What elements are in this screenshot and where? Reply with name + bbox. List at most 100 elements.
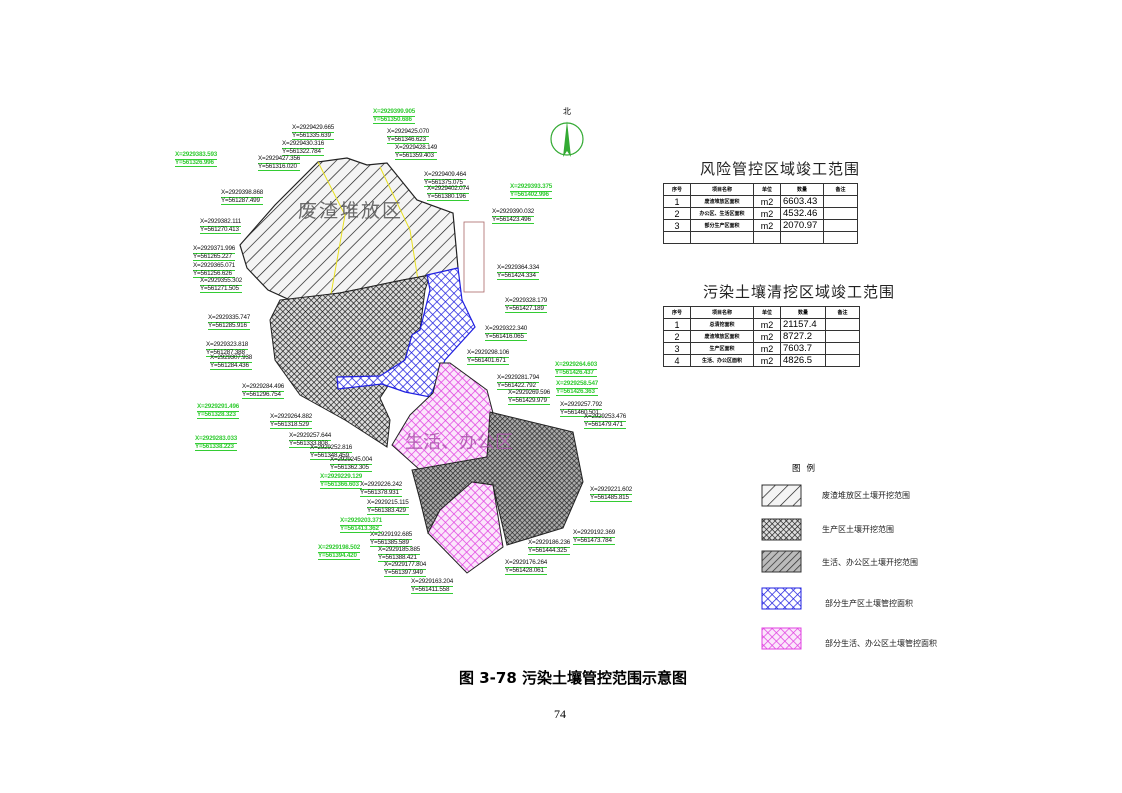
coordinate-x: X=2929258.547	[556, 380, 599, 389]
coordinate-x: X=2929328.179	[505, 297, 548, 306]
coordinate-y: Y=561426.363	[556, 388, 599, 397]
road-line	[317, 161, 346, 301]
coordinate-y: Y=561444.325	[528, 547, 571, 556]
coordinate-y: Y=561350.686	[373, 116, 416, 125]
coordinate-y: Y=561485.815	[590, 494, 633, 503]
cell: 4826.5	[780, 354, 826, 367]
coordinate-x: X=2929430.316	[282, 140, 325, 149]
legend-label: 部分生活、办公区土壤管控面积	[825, 639, 937, 648]
coordinate-x: X=2929252.816	[310, 444, 353, 453]
coordinate-x: X=2929283.033	[195, 435, 238, 444]
header-cell: 单位	[753, 306, 781, 319]
coordinate-x: X=2929192.369	[573, 529, 616, 538]
header-cell: 备注	[825, 306, 860, 319]
coordinate-y: Y=561402.996	[510, 191, 553, 200]
coordinate-x: X=2929427.356	[258, 155, 301, 164]
cell: 2	[663, 330, 691, 343]
cell: 3	[663, 219, 691, 232]
north-label: 北	[563, 107, 571, 116]
coordinate-x: X=2929428.149	[395, 144, 438, 153]
cell: 3	[663, 342, 691, 355]
cell: 部分生产区面积	[690, 219, 754, 232]
coordinate-x: X=2929253.476	[584, 413, 627, 422]
coordinate-y: Y=561428.061	[505, 567, 548, 576]
coordinate-x: X=2929177.804	[384, 561, 427, 570]
coordinate-x: X=2929281.794	[497, 374, 540, 383]
cell: m2	[753, 195, 781, 208]
coordinate-y: Y=561338.223	[195, 443, 238, 452]
legend-label: 部分生产区土壤管控面积	[825, 599, 913, 608]
coordinate-y: Y=561473.784	[573, 537, 616, 546]
coordinate-x: X=2929229.129	[320, 473, 363, 482]
coordinate-y: Y=561285.916	[208, 322, 251, 331]
coordinate-y: Y=561296.754	[242, 391, 285, 400]
coordinate-x: X=2929398.868	[221, 189, 264, 198]
coordinate-y: Y=561362.305	[330, 464, 373, 473]
coordinate-x: X=2929323.818	[206, 341, 249, 350]
coordinate-x: X=2929226.242	[360, 481, 403, 490]
figure-caption: 图 3-78 污染土壤管控范围示意图	[459, 669, 687, 687]
coordinate-x: X=2929264.603	[555, 361, 598, 370]
coordinate-x: X=2929257.644	[289, 432, 332, 441]
coordinate-y: Y=561348.459	[310, 452, 353, 461]
cell: 1	[663, 195, 691, 208]
cell: 2070.97	[780, 219, 824, 232]
coordinate-x: X=2929298.106	[467, 349, 510, 358]
cell: 办公区、生活区面积	[690, 207, 754, 220]
coordinate-y: Y=561359.403	[395, 152, 438, 161]
coordinate-y: Y=561422.792	[497, 382, 540, 391]
legend-swatch	[761, 550, 802, 573]
coordinate-x: X=2929409.464	[424, 171, 467, 180]
coordinate-x: X=2929399.905	[373, 108, 416, 117]
area-label-office: 生活、办公区	[405, 432, 513, 453]
coordinate-x: X=2929355.302	[200, 277, 243, 286]
road-line	[379, 166, 419, 281]
coordinate-y: Y=561270.413	[200, 226, 242, 235]
coordinate-y: Y=561394.420	[318, 552, 361, 561]
header-cell: 备注	[823, 183, 858, 196]
cell: 生产区面积	[690, 342, 754, 355]
coordinate-y: Y=561413.362	[340, 525, 383, 534]
coordinate-y: Y=561411.558	[411, 586, 454, 595]
coordinate-x: X=2929365.071	[193, 262, 236, 271]
legend-label: 生产区土壤开挖范围	[822, 525, 894, 534]
coordinate-y: Y=561460.501	[560, 409, 603, 418]
legend-title: 图例	[792, 464, 822, 474]
coordinate-y: Y=561326.996	[175, 159, 218, 168]
coordinate-y: Y=561424.334	[497, 272, 540, 281]
coordinate-y: Y=561335.639	[292, 132, 335, 141]
coordinate-y: Y=561397.949	[384, 569, 427, 578]
coordinate-y: Y=561383.429	[367, 507, 409, 516]
cell: m2	[753, 219, 781, 232]
coordinate-y: Y=561385.589	[370, 539, 413, 548]
coordinate-y: Y=561256.626	[193, 270, 236, 279]
cell: 1	[663, 318, 691, 331]
coordinate-y: Y=561427.189	[505, 305, 548, 314]
coordinate-x: X=2929176.264	[505, 559, 548, 568]
coordinate-y: Y=561333.808	[289, 440, 332, 449]
coordinate-y: Y=561271.505	[200, 285, 243, 294]
table1-title: 风险管控区域竣工范围	[700, 160, 861, 178]
coordinate-y: Y=561265.227	[193, 253, 236, 262]
coordinate-x: X=2929382.111	[200, 218, 242, 227]
